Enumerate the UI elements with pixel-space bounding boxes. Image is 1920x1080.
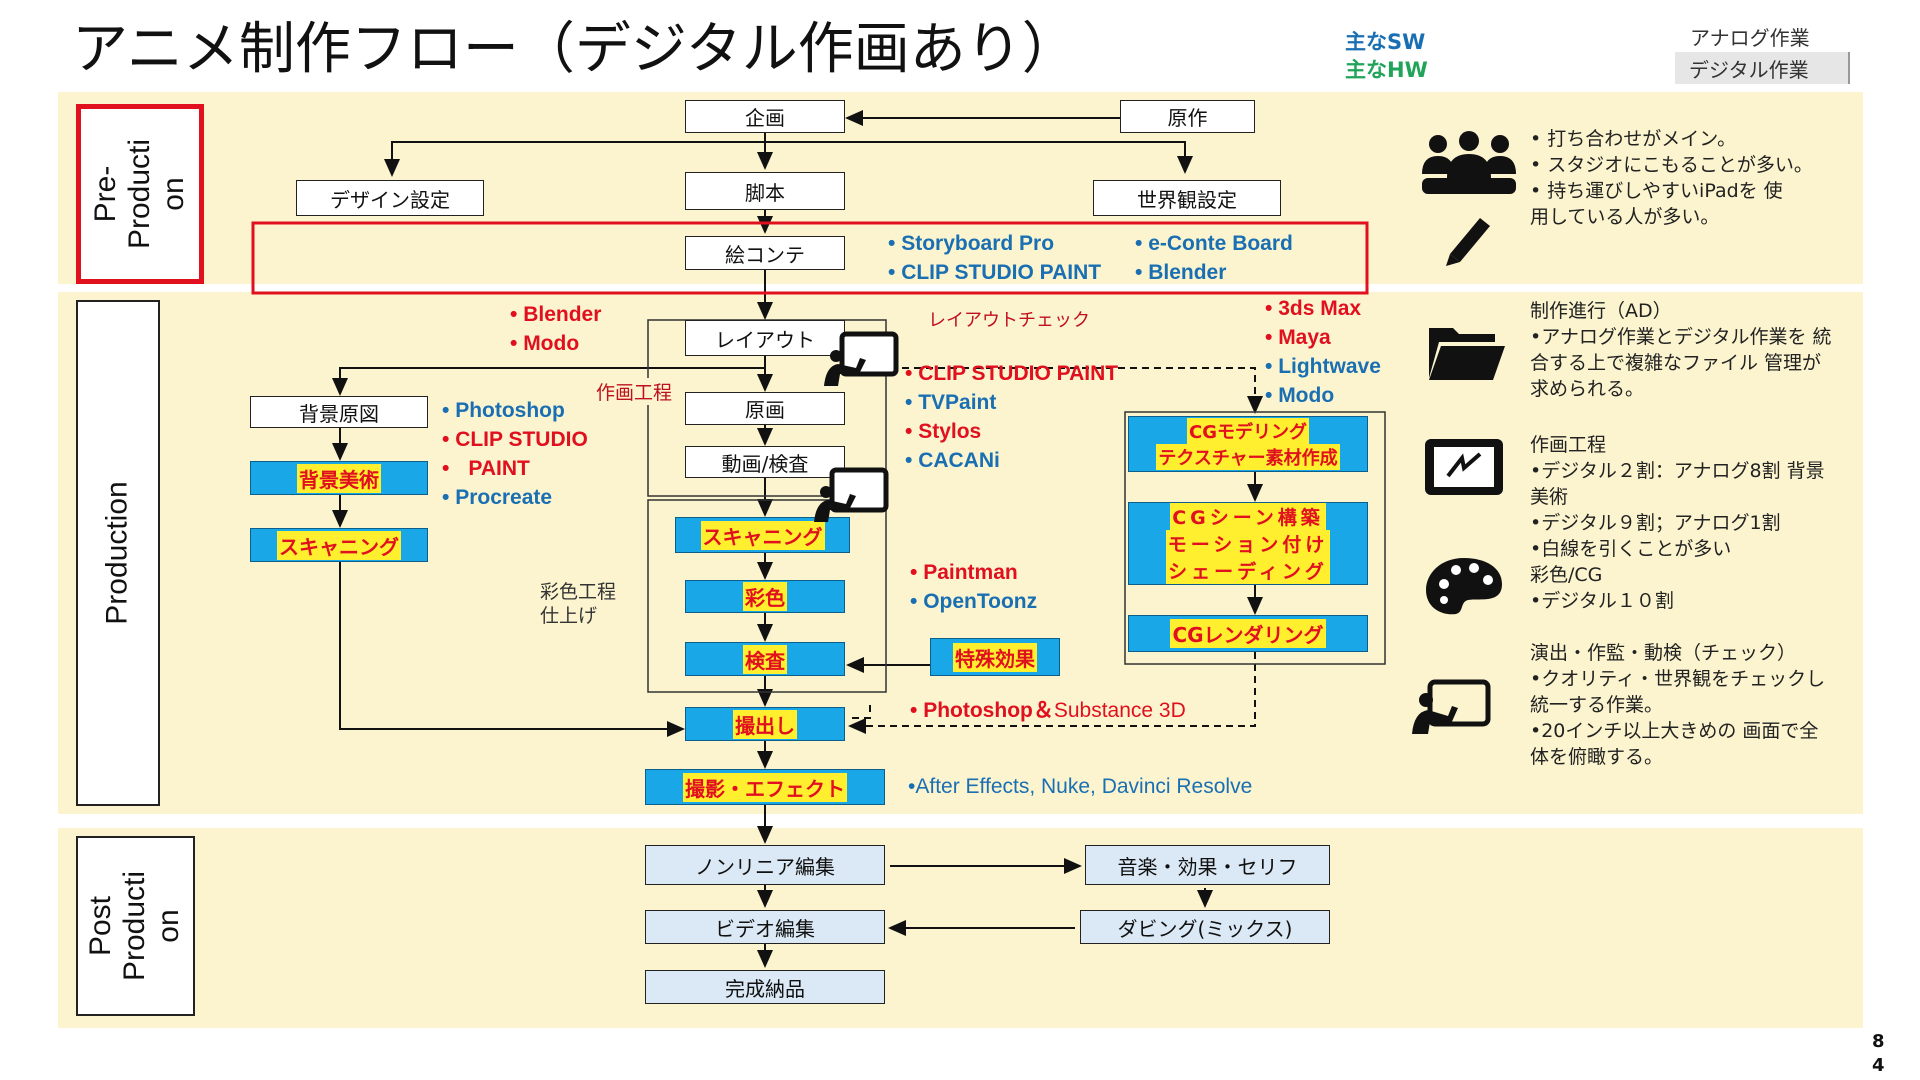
pen-tablet-icon — [824, 331, 899, 386]
legend-sw: 主なSW — [1345, 30, 1426, 54]
sw-item: OpenToonz — [910, 587, 1037, 616]
page-title: アニメ制作フロー（デジタル作画あり） — [72, 17, 1078, 82]
sw-item: Paintman — [910, 558, 1037, 587]
storyboard-software-list: Storyboard Pro CLIP STUDIO PAINT — [888, 229, 1101, 287]
fx-bullet: • — [910, 699, 918, 722]
node-kikaku: 企画 — [685, 100, 845, 133]
sw-item: Maya — [1265, 323, 1381, 352]
sw-item: 3ds Max — [1265, 294, 1381, 323]
node-cg-scene: CGシーン構築モーション付けシェーディング — [1128, 502, 1368, 585]
node-sekai: 世界観設定 — [1093, 180, 1281, 216]
sw-item: CLIP STUDIO PAINT — [905, 359, 1118, 388]
node-design: デザイン設定 — [296, 180, 484, 216]
node-tokushu: 特殊効果 — [930, 638, 1060, 676]
note-ad: 制作進行（AD） •アナログ作業とデジタル作業を 統 合する上で複雑なファイル … — [1530, 300, 1832, 400]
tablet-drawing-icon — [1412, 679, 1491, 734]
fx-software: • Photoshop＆Substance 3D — [910, 694, 1186, 724]
sw-item: CLIP STUDIO PAINT — [888, 258, 1101, 287]
node-saishoku: 彩色 — [685, 580, 845, 613]
pencil-icon — [1446, 218, 1490, 266]
sw-item: Photoshop — [442, 396, 588, 425]
node-haikei-genzu: 背景原図 — [250, 396, 428, 428]
node-ongaku: 音楽・効果・セリフ — [1085, 845, 1330, 885]
paint-software-list: Paintman OpenToonz — [910, 558, 1037, 616]
label-saishoku-koutei: 彩色工程 仕上げ — [540, 580, 616, 628]
compositing-software: •After Effects, Nuke, Davinci Resolve — [908, 775, 1253, 798]
legend-analog: アナログ作業 — [1690, 26, 1810, 50]
note-pre-production: • 打ち合わせがメイン。 • スタジオにこもることが多い。 • 持ち運びしやすい… — [1530, 128, 1813, 228]
palette-icon — [1426, 558, 1502, 615]
sw-item: Blender — [510, 300, 601, 329]
label-saishoku-koutei-line2: 仕上げ — [540, 605, 598, 627]
page-number: 84 — [1872, 1031, 1885, 1076]
phase-production: Production — [76, 300, 160, 806]
node-video: ビデオ編集 — [645, 910, 885, 944]
sw-item-cont: • PAINT — [442, 454, 588, 483]
sw-item: CLIP STUDIO — [442, 425, 588, 454]
sw-item: CACANi — [905, 446, 1118, 475]
label-sakuga-koutei: 作画工程 — [596, 378, 673, 405]
node-genga: 原画 — [685, 392, 845, 425]
node-kensa: 検査 — [685, 642, 845, 676]
cg-software-list: 3ds Max Maya Lightwave Modo — [1265, 294, 1381, 410]
phase-pre-production: Pre- Producti on — [76, 104, 204, 284]
node-cg-render: CGレンダリング — [1128, 615, 1368, 652]
sw-item: e-Conte Board — [1135, 229, 1293, 258]
node-haikei-bijutsu: 背景美術 — [250, 461, 428, 495]
node-scan-bg: スキャニング — [250, 528, 428, 562]
node-kansei: 完成納品 — [645, 970, 885, 1004]
storyboard-software-list-2: e-Conte Board Blender — [1135, 229, 1293, 287]
label-layout-check: レイアウトチェック — [928, 310, 1090, 331]
legend-digital: デジタル作業 — [1675, 52, 1850, 84]
sw-item: Blender — [1135, 258, 1293, 287]
sakuga-software-list: CLIP STUDIO PAINT TVPaint Stylos CACANi — [905, 359, 1118, 475]
pen-tablet-icon — [1425, 439, 1503, 495]
node-cg-modeling: CGモデリングテクスチャー素材作成 — [1128, 416, 1368, 472]
sw-item: TVPaint — [905, 388, 1118, 417]
node-gensaku: 原作 — [1120, 100, 1255, 133]
node-layout: レイアウト — [685, 320, 845, 356]
label-saishoku-koutei-line1: 彩色工程 — [540, 581, 617, 603]
node-ekonte: 絵コンテ — [685, 236, 845, 270]
people-icon — [1422, 131, 1516, 194]
sw-item: Lightwave — [1265, 352, 1381, 381]
sw-item: Modo — [1265, 381, 1381, 410]
fx-software-main: Photoshop＆ — [923, 699, 1054, 722]
node-dubbing: ダビング(ミックス) — [1080, 910, 1330, 944]
layout-software-list: Blender Modo — [510, 300, 601, 358]
node-satsuei: 撮影・エフェクト — [645, 769, 885, 805]
sw-item: Storyboard Pro — [888, 229, 1101, 258]
note-check: 演出・作監・動検（チェック） •クオリティ・世界観をチェックし 統一する作業。 … — [1530, 642, 1826, 768]
node-scan-main: スキャニング — [675, 517, 850, 553]
sw-item: Stylos — [905, 417, 1118, 446]
folder-icon — [1429, 328, 1505, 380]
node-nonlinear: ノンリニア編集 — [645, 845, 885, 885]
sw-item: Modo — [510, 329, 601, 358]
sw-item: Procreate — [442, 483, 588, 512]
node-satsudashi: 撮出し — [685, 707, 845, 741]
node-douga: 動画/検査 — [685, 446, 845, 478]
fx-software-rest: Substance 3D — [1053, 699, 1186, 722]
pen-tablet-icon — [814, 467, 889, 522]
note-sakuga: 作画工程 •デジタル２割：アナログ8割 背景 美術 •デジタル９割；アナログ1割… — [1530, 434, 1825, 612]
legend-hw: 主なHW — [1345, 58, 1428, 82]
node-kyakuhon: 脚本 — [685, 172, 845, 210]
phase-post-production: Post Producti on — [76, 836, 195, 1016]
bg-software-list: Photoshop CLIP STUDIO • PAINT Procreate — [442, 396, 588, 512]
